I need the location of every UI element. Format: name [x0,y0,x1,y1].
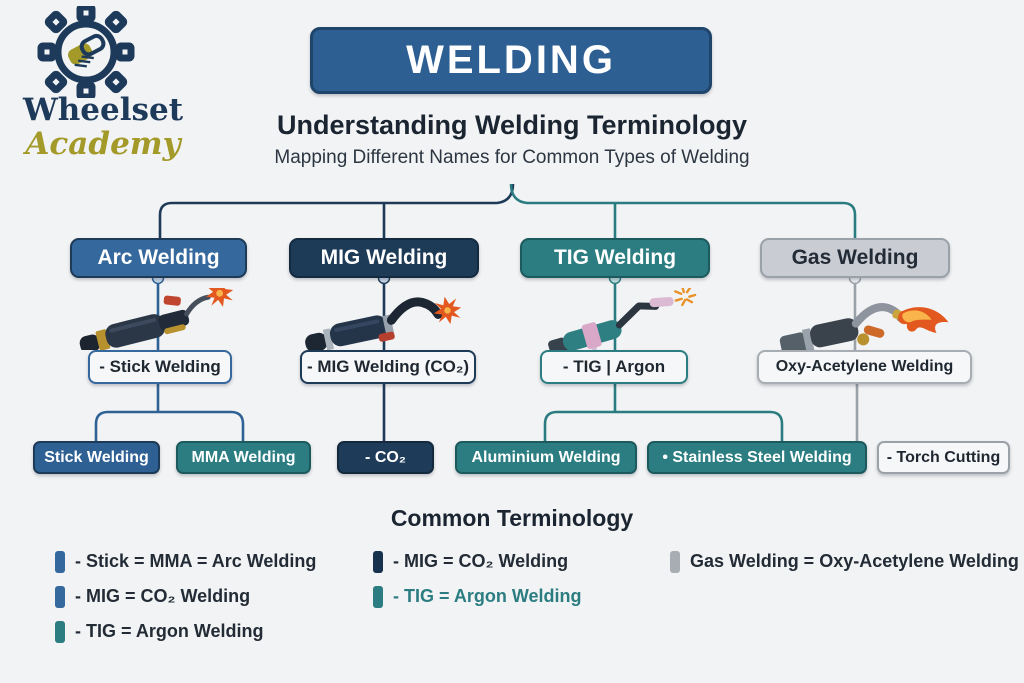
legend-text: - TIG = Argon Welding [393,586,582,606]
child-label: • Stainless Steel Welding [662,448,852,466]
legend-item: - Stick = MMA = Arc Welding [55,550,316,573]
sub-label-oxy-acetylene: Oxy-Acetylene Welding [757,350,972,384]
main-title-banner: WELDING [310,27,712,94]
gas-torch-illustration [779,303,949,350]
sub-label-mig-welding-co2: - MIG Welding (CO₂) [300,350,476,384]
legend-color-swatch [373,585,383,608]
child-label: MMA Welding [191,448,296,466]
sub-label-text: - MIG Welding (CO₂) [306,357,470,376]
legend-item: - TIG = Argon Welding [55,620,316,643]
legend-item: - TIG = Argon Welding [373,585,582,608]
legend-text: Gas Welding = Oxy-Acetylene Welding [690,551,1019,571]
tagline: Mapping Different Names for Common Types… [274,147,750,168]
legend-text: - MIG = CO₂ Welding [75,586,251,606]
legend-item: - MIG = CO₂ Welding [373,550,582,573]
branch-label: Gas Welding [791,246,919,269]
legend-text: - TIG = Argon Welding [75,621,264,641]
stick-electrode-holder-illustration [79,288,234,350]
terminology-column-1: - Stick = MMA = Arc Welding - MIG = CO₂ … [55,550,316,643]
terminology-column-2: - MIG = CO₂ Welding - TIG = Argon Weldin… [373,550,582,608]
terminology-column-3: Gas Welding = Oxy-Acetylene Welding [670,550,1019,573]
child-box-co2: - CO₂ [337,441,434,474]
legend-color-swatch [670,550,680,573]
subtitle: Understanding Welding Terminology [276,110,747,140]
legend-color-swatch [55,620,65,643]
child-label: - Torch Cutting [886,448,1001,466]
child-box-torch-cutting: - Torch Cutting [877,441,1010,474]
child-box-mma-welding: MMA Welding [176,441,311,474]
sub-label-text: - TIG | Argon [562,357,666,376]
branch-label: Arc Welding [97,246,220,269]
legend-text: - Stick = MMA = Arc Welding [75,551,317,571]
legend-text: - MIG = CO₂ Welding [393,551,569,571]
main-title: WELDING [406,38,616,82]
terminology-heading: Common Terminology [390,505,634,531]
child-box-stick-welding: Stick Welding [33,441,160,474]
child-label: Stick Welding [44,448,149,466]
child-label: - CO₂ [365,448,406,466]
branch-header-mig-welding: MIG Welding [289,238,479,278]
sub-label-tig-argon: - TIG | Argon [540,350,688,384]
sub-label-stick-welding: - Stick Welding [88,350,232,384]
branch-header-tig-welding: TIG Welding [520,238,710,278]
mig-torch-illustration [305,296,462,350]
logo-wordmark-line1: Wheelset [22,92,184,128]
child-label: Aluminium Welding [471,448,621,466]
legend-color-swatch [373,550,383,573]
tig-torch-illustration [548,288,697,350]
legend-item: Gas Welding = Oxy-Acetylene Welding [670,550,1019,573]
gear-handshake-icon [37,6,135,98]
legend-color-swatch [55,550,65,573]
branch-label: TIG Welding [553,246,677,269]
branch-label: MIG Welding [320,246,448,269]
child-box-aluminium-welding: Aluminium Welding [455,441,637,474]
sub-label-text: - Stick Welding [99,357,221,376]
branch-header-gas-welding: Gas Welding [760,238,950,278]
logo-wordmark-line2: Academy [25,126,181,162]
child-box-stainless-steel-welding: • Stainless Steel Welding [647,441,867,474]
sub-label-text: Oxy-Acetylene Welding [775,358,954,375]
legend-item: - MIG = CO₂ Welding [55,585,316,608]
branch-header-arc-welding: Arc Welding [70,238,247,278]
legend-color-swatch [55,585,65,608]
